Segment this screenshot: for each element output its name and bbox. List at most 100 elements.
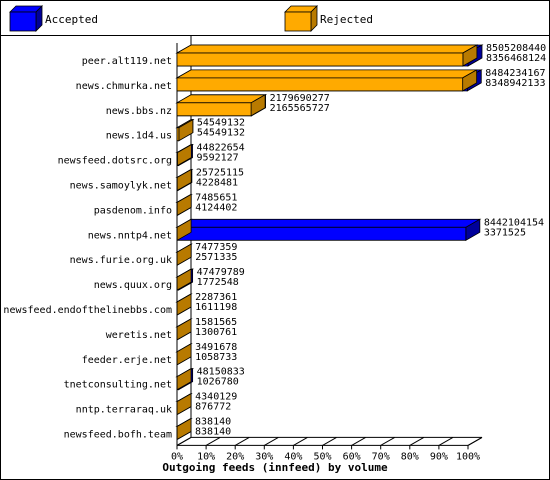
rejected-value-label: 4124402 [195, 202, 237, 213]
rejected-value-label: 1772548 [197, 277, 239, 288]
bar-rejected [175, 368, 193, 391]
bar-rejected-front [176, 102, 252, 117]
x-floor-rule [322, 436, 337, 446]
legend-accepted-swatch [9, 11, 37, 32]
rejected-value-label: 4228481 [196, 178, 238, 189]
category-label: news.bbs.nz [106, 106, 172, 117]
bar-rejected [175, 343, 193, 366]
accepted-value-label: 47479789 [197, 267, 245, 278]
rejected-value-label: 876772 [195, 402, 231, 413]
accepted-value-label: 7485651 [195, 192, 237, 203]
bar-rejected [175, 143, 193, 167]
bar-rejected-front [176, 52, 464, 67]
rejected-value-label: 1058733 [195, 352, 237, 363]
legend-item-rejected: Rejected [284, 5, 373, 32]
x-tick-label: 0% [171, 451, 183, 462]
bar-accepted [175, 218, 482, 241]
x-tick-label: 60% [343, 451, 361, 462]
category-label: newsfeed.endofthelinebbs.com [3, 305, 172, 316]
x-tick-labels: 0% 10% 20% 30% 40% 50% 60% 70% 80% 90% 100% [171, 436, 483, 462]
rejected-value-label: 838140 [195, 427, 231, 438]
category-label: tnetconsulting.net [64, 380, 172, 391]
bar-rejected [175, 119, 195, 142]
bar-rejected-front [176, 77, 464, 92]
bar-rejected [175, 168, 193, 192]
accepted-value-label: 48150833 [197, 367, 245, 378]
bar-rejected [175, 94, 267, 117]
accepted-value-label: 44822654 [197, 143, 245, 154]
rejected-value-label: 1300761 [195, 327, 237, 338]
bar-rejected [175, 392, 193, 416]
category-label: pasdenom.info [94, 205, 172, 216]
bar-rejected [175, 69, 479, 92]
category-label: news.quux.org [94, 280, 172, 291]
rejected-value-label: 54549132 [197, 128, 245, 139]
rejected-value-label: 2571335 [195, 252, 237, 263]
x-floor-rule [409, 436, 425, 446]
x-tick-label: 30% [255, 451, 273, 462]
x-floor-rule [293, 436, 308, 446]
category-label: news.furie.org.uk [70, 255, 172, 266]
bar-accepted-top [175, 218, 482, 228]
category-labels: peer.alt119.net news.chmurka.net news.bbs.… [3, 56, 172, 441]
category-label: peer.alt119.net [82, 56, 172, 67]
x-tick-label: 70% [372, 451, 390, 462]
x-tick-label: 100% [456, 451, 480, 462]
x-floor-rule [205, 436, 221, 446]
category-label: news.1d4.us [106, 131, 172, 142]
x-floor-rule [380, 436, 395, 446]
rejected-value-label: 3371525 [484, 227, 526, 238]
accepted-value-label: 8484234167 [485, 68, 545, 79]
legend-accepted-label: Accepted [45, 13, 98, 26]
accepted-value-label: 4340129 [195, 392, 237, 403]
bar-rejected-top [175, 44, 479, 54]
x-tick-label: 90% [430, 451, 448, 462]
legend-rejected-label: Rejected [320, 13, 373, 26]
bar-rejected-top [175, 94, 267, 104]
legend: Accepted Rejected [9, 5, 373, 32]
rejected-value-label: 8356468124 [486, 53, 546, 64]
x-tick-label: 10% [197, 451, 215, 462]
category-label: news.samoylyk.net [70, 181, 172, 192]
category-label: weretis.net [106, 330, 172, 341]
bar-rejected [175, 218, 193, 241]
category-label: nntp.terraraq.uk [76, 405, 172, 416]
bar-rejected [175, 417, 193, 441]
bar-rejected [175, 243, 193, 266]
category-label: news.chmurka.net [76, 81, 172, 92]
x-tick-label: 80% [401, 451, 419, 462]
rejected-value-label: 9592127 [197, 153, 239, 164]
accepted-value-label: 1581565 [195, 317, 237, 328]
accepted-value-label: 25725115 [196, 168, 244, 179]
x-floor-rule [234, 436, 250, 446]
rejected-value-label: 1026780 [197, 377, 239, 388]
accepted-value-label: 8442104154 [484, 217, 544, 228]
rejected-value-label: 1611198 [195, 302, 237, 313]
legend-item-accepted: Accepted [9, 5, 98, 32]
plot-bars [175, 44, 484, 441]
bar-accepted-front [176, 226, 467, 241]
accepted-value-label: 3491678 [195, 342, 237, 353]
accepted-value-label: 8505208440 [486, 43, 546, 54]
bar-rejected-front [176, 127, 180, 142]
accepted-value-label: 2287361 [195, 292, 237, 303]
accepted-value-label: 838140 [195, 417, 231, 428]
bar-rejected [175, 193, 193, 217]
legend-rejected-swatch [284, 11, 312, 32]
x-floor-rule [176, 436, 192, 446]
bar-rejected [175, 318, 193, 341]
rejected-value-label: 8348942133 [485, 78, 545, 89]
x-floor-rule [467, 436, 483, 446]
x-tick-label: 50% [313, 451, 331, 462]
category-label: newsfeed.bofh.team [64, 430, 172, 441]
category-label: newsfeed.dotsrc.org [58, 156, 172, 167]
accepted-value-label: 54549132 [197, 118, 245, 129]
x-tick-label: 20% [226, 451, 244, 462]
bar-rejected [175, 268, 193, 291]
accepted-value-label: 2179690277 [270, 93, 330, 104]
x-floor-rule [438, 436, 454, 446]
x-tick-label: 40% [284, 451, 302, 462]
accepted-value-label: 7477359 [195, 242, 237, 253]
